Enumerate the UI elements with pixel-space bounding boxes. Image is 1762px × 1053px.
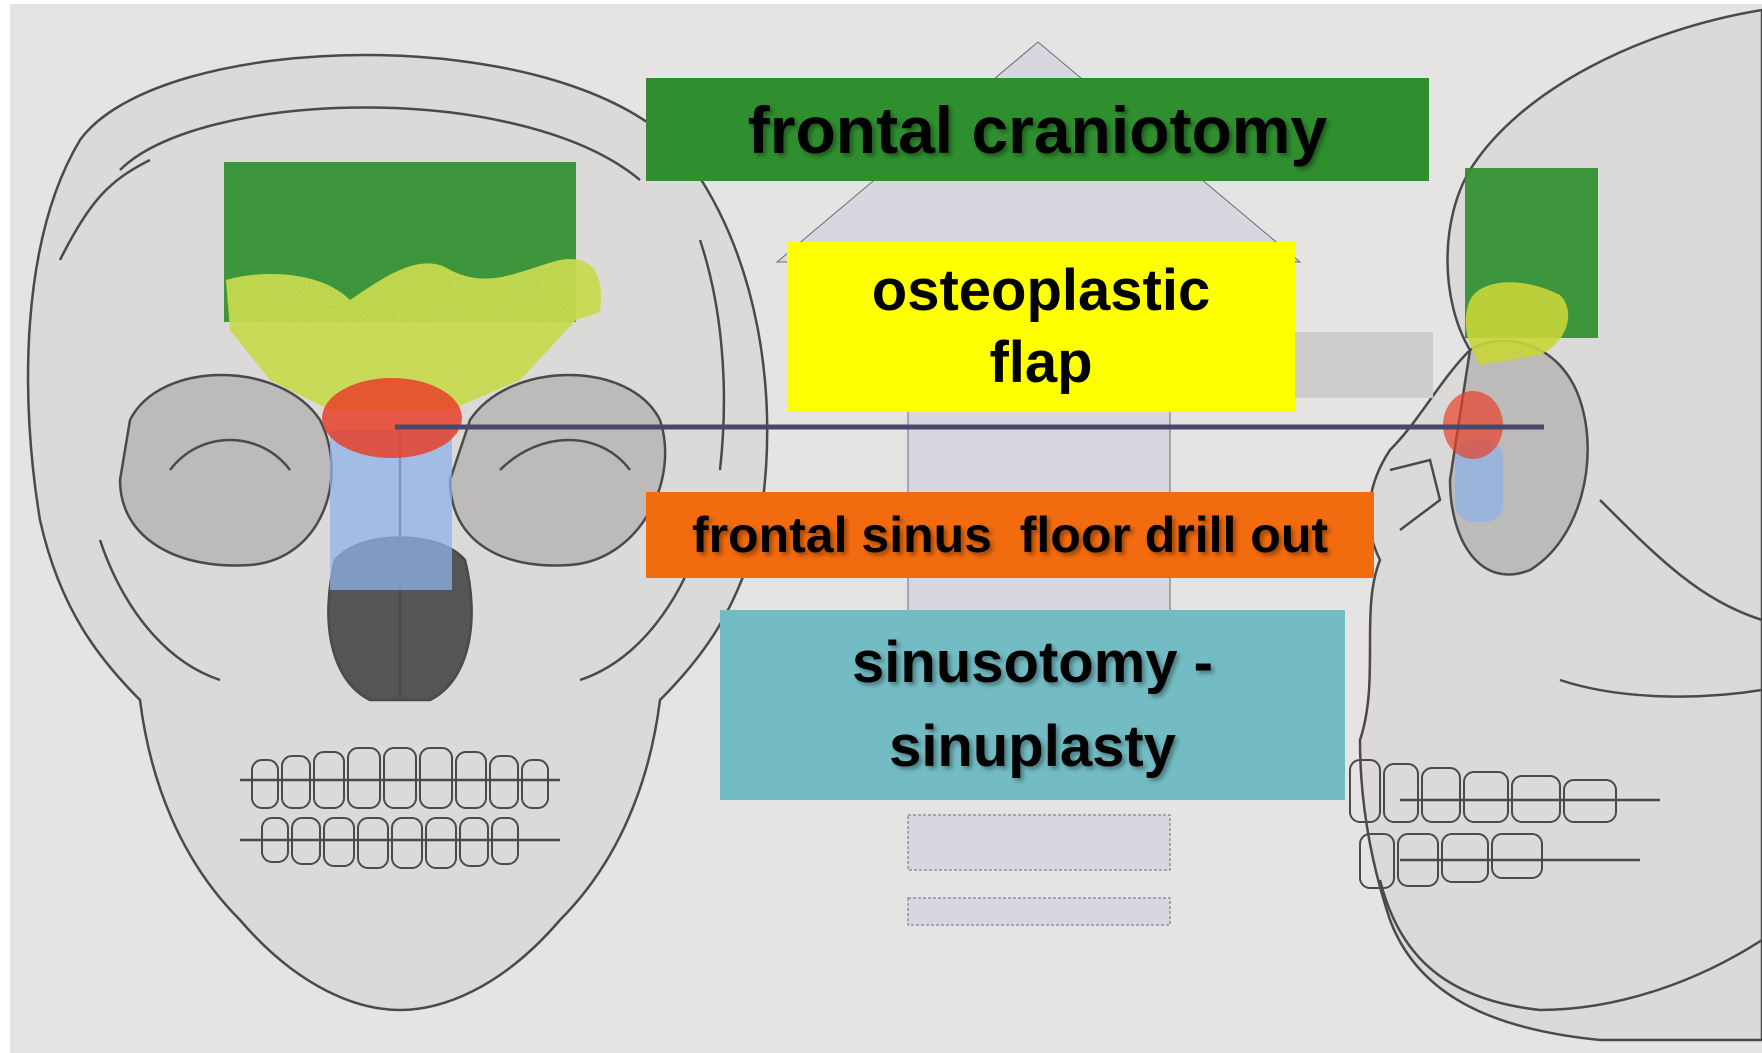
osteoplastic-flap-label: osteoplastic flap <box>787 242 1295 412</box>
frontal-craniotomy-text: frontal craniotomy <box>748 92 1327 168</box>
osteoplastic-flap-text-line1: osteoplastic <box>872 255 1210 327</box>
frontal-craniotomy-label: frontal craniotomy <box>646 78 1429 181</box>
placeholder-box-side <box>1293 332 1433 398</box>
sinusotomy-sinuplasty-label: sinusotomy - sinuplasty <box>720 610 1345 800</box>
frontal-sinus-drill-out-label: frontal sinus floor drill out <box>646 492 1374 578</box>
osteoplastic-flap-text-line2: flap <box>989 327 1092 399</box>
sinusotomy-text-line2: sinuplasty <box>889 705 1176 789</box>
sinus-drillout-front <box>322 378 462 590</box>
sinusotomy-text-line1: sinusotomy - <box>852 621 1213 705</box>
frontal-sinus-drill-out-text: frontal sinus floor drill out <box>692 506 1328 564</box>
